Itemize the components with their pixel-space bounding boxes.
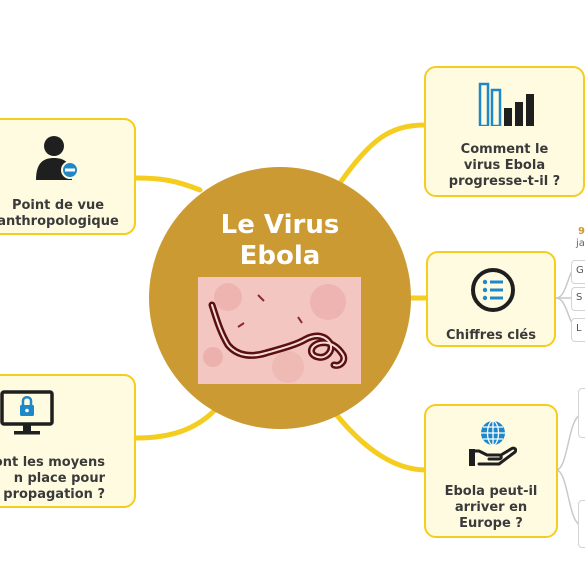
europe-item-1[interactable] [578, 388, 585, 438]
user-minus-icon [36, 134, 80, 184]
ebola-virus-image [198, 277, 361, 384]
secure-monitor-icon [0, 390, 54, 440]
central-topic[interactable]: Le Virus Ebola [149, 167, 411, 429]
key-figures-number: 9 [578, 226, 585, 237]
connector-anthropology [132, 175, 203, 193]
node-prevention[interactable]: ont les moyens n place pour a propagatio… [0, 374, 136, 508]
node-europe[interactable]: Ebola peut-il arriver en Europe ? [424, 404, 558, 538]
connector-europe [332, 410, 429, 473]
globe-hand-icon [467, 418, 518, 472]
node-progression[interactable]: Comment le virus Ebola progresse-t-il ? [424, 66, 585, 197]
key-figures-item-2[interactable]: S [571, 287, 585, 311]
node-key-figures[interactable]: Chiffres clés [426, 251, 556, 347]
node-anthropology-label: Point de vue anthropologique [0, 198, 119, 229]
node-prevention-label: ont les moyens n place pour a propagatio… [0, 455, 105, 502]
key-figures-item-1[interactable]: G [571, 260, 585, 284]
node-progression-label: Comment le virus Ebola progresse-t-il ? [448, 142, 561, 189]
node-key-figures-label: Chiffres clés [446, 328, 536, 343]
central-topic-title: Le Virus Ebola [220, 210, 340, 271]
node-anthropology[interactable]: Point de vue anthropologique [0, 118, 136, 235]
node-europe-label: Ebola peut-il arriver en Europe ? [444, 484, 538, 531]
connector-progression [337, 122, 428, 186]
list-icon [470, 267, 516, 317]
europe-item-2[interactable] [578, 500, 585, 548]
bar-chart-icon [478, 80, 534, 130]
key-figures-date: ja [576, 238, 585, 249]
key-figures-item-3[interactable]: L [571, 318, 585, 342]
connector-prevention [133, 407, 218, 441]
